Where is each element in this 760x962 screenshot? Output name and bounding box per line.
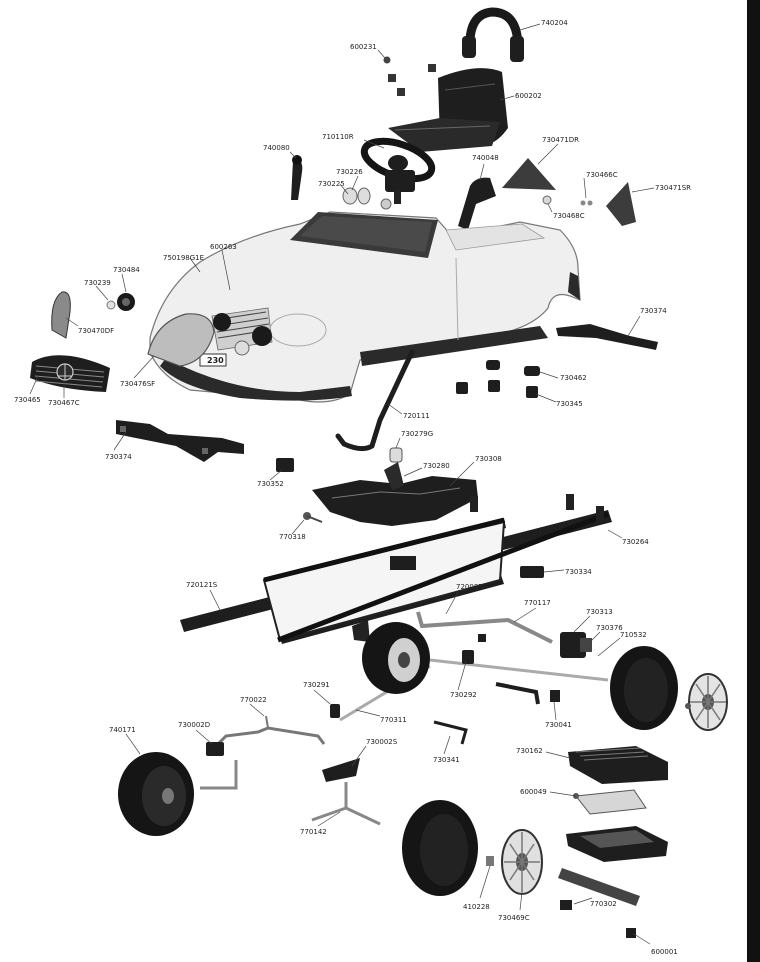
battery xyxy=(568,746,668,784)
part-label: 720121S xyxy=(186,581,218,589)
part-label: 730313 xyxy=(586,608,613,616)
battery-tray xyxy=(312,462,478,526)
part-label: 730162 xyxy=(516,747,543,755)
part-label: 730225 xyxy=(318,180,345,188)
part-label: 740171 xyxy=(109,726,136,734)
seat-knobs xyxy=(383,56,436,96)
front-bumper-bracket xyxy=(116,420,244,462)
part-label: 730466C xyxy=(586,171,618,179)
part-label: 600231 xyxy=(350,43,377,51)
part-label: 730471SR xyxy=(655,184,691,192)
part-label: 730291 xyxy=(303,681,330,689)
part-label: 730468C xyxy=(553,212,585,220)
part-label: 770311 xyxy=(380,716,407,724)
part-label: 730374 xyxy=(105,453,132,461)
part-label: 730280 xyxy=(423,462,450,470)
steering-linkage xyxy=(200,715,381,826)
rear-light-covers xyxy=(502,158,636,226)
part-label: 740080 xyxy=(263,144,290,152)
part-label: 740204 xyxy=(541,19,568,27)
part-label: 770022 xyxy=(240,696,267,704)
part-label: 730334 xyxy=(565,568,592,576)
part-label: 730264 xyxy=(622,538,649,546)
bushings xyxy=(456,360,540,398)
clip xyxy=(276,458,294,472)
page-edge-shadow xyxy=(747,0,760,962)
front-left-tire xyxy=(118,752,194,836)
part-label: 730226 xyxy=(336,168,363,176)
part-label: 600202 xyxy=(515,92,542,100)
part-label: 600049 xyxy=(520,788,547,796)
part-label: 730476SF xyxy=(120,380,155,388)
headlight-lens xyxy=(147,313,272,367)
part-label: 730352 xyxy=(257,480,284,488)
part-label: 740048 xyxy=(472,154,499,162)
rear-left-tire xyxy=(362,622,430,694)
part-label: 730041 xyxy=(545,721,572,729)
part-label: 730345 xyxy=(556,400,583,408)
car-body: 230 xyxy=(149,211,581,403)
part-label: 770302 xyxy=(590,900,617,908)
front-grille xyxy=(30,355,110,392)
part-label: 730376 xyxy=(596,624,623,632)
gear-shift xyxy=(291,155,303,200)
screw-770318 xyxy=(303,512,323,523)
part-label: 730341 xyxy=(433,756,460,764)
seat xyxy=(388,68,508,152)
front-right-tire xyxy=(402,800,543,896)
part-label: 730470DF xyxy=(78,327,114,335)
part-label: 730002S xyxy=(366,738,398,746)
rear-view-mirror xyxy=(458,177,496,230)
switch-cap xyxy=(389,447,403,463)
rear-bumper-bracket xyxy=(556,324,658,350)
part-label: 730374 xyxy=(640,307,667,315)
part-label: 730462 xyxy=(560,374,587,382)
fuse-box xyxy=(573,789,647,815)
license-plate-text: 230 xyxy=(207,356,224,365)
part-label: 730239 xyxy=(84,279,111,287)
steering-wheel xyxy=(360,137,436,204)
front-side-lights xyxy=(51,291,135,339)
part-label: 770318 xyxy=(279,533,306,541)
small-lamps xyxy=(342,187,392,210)
backrest-handle xyxy=(462,7,524,62)
part-label: 730002D xyxy=(178,721,210,729)
part-labels: 740204 600231 600202 710110R 740080 7302… xyxy=(14,19,691,956)
part-label: 730308 xyxy=(475,455,502,463)
part-label: 720087 xyxy=(456,583,483,591)
leader-lines xyxy=(29,23,655,945)
part-label: 600263 xyxy=(210,243,237,251)
battery-cover xyxy=(566,826,668,862)
part-label: 720111 xyxy=(403,412,430,420)
part-label: 730467C xyxy=(48,399,80,407)
part-label: 770142 xyxy=(300,828,327,836)
part-label: 710110R xyxy=(322,133,354,141)
part-label: 410228 xyxy=(463,903,490,911)
part-label: 730471DR xyxy=(542,136,579,144)
steering-rod xyxy=(335,349,415,452)
bolt xyxy=(626,928,636,938)
part-label: 730484 xyxy=(113,266,140,274)
part-label: 730469C xyxy=(498,914,530,922)
rear-axle-assembly xyxy=(330,611,609,745)
part-label: 730292 xyxy=(450,691,477,699)
part-label: 730279G xyxy=(401,430,433,438)
chassis-frame xyxy=(180,494,612,644)
part-label: 710532 xyxy=(620,631,647,639)
part-label: 600001 xyxy=(651,948,678,956)
support-bar xyxy=(558,868,640,910)
part-label: 730465 xyxy=(14,396,41,404)
part-label: 750198G1E xyxy=(163,254,204,262)
rear-right-tire xyxy=(610,646,728,731)
part-label: 770117 xyxy=(524,599,551,607)
